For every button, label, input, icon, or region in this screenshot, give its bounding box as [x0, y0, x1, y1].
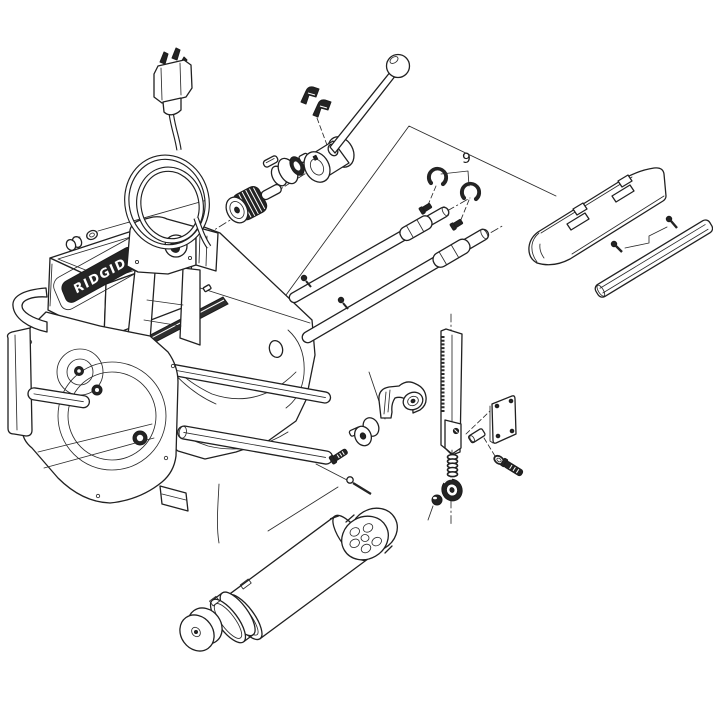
end-disc [179, 607, 223, 652]
carriage-shaft-upper [288, 206, 450, 304]
carry-handle-bar [27, 387, 91, 409]
set-screw [449, 218, 464, 231]
handle-ball [385, 53, 411, 79]
handle-hub [303, 136, 355, 183]
plug-prong [171, 47, 181, 61]
chip-cover [528, 167, 667, 266]
cover-notch [611, 184, 635, 203]
deck-stud [202, 284, 212, 293]
cap-screw [500, 457, 524, 477]
gear-housing [19, 311, 179, 504]
roll-pin [467, 428, 486, 444]
feed-rack [440, 328, 463, 456]
ball-handle [327, 53, 411, 157]
cutter-frame [378, 381, 427, 419]
power-plug [153, 47, 193, 116]
key [262, 155, 279, 168]
rack-clevis [444, 419, 462, 455]
cutter-wheel [441, 478, 463, 502]
cover-tab [572, 202, 588, 216]
cover-screws [610, 215, 678, 253]
plug-prong [159, 51, 169, 65]
carry-handle-loop [12, 287, 48, 333]
set-screw [418, 202, 433, 215]
ball-detent [431, 494, 443, 506]
tower-bracket [126, 216, 219, 346]
carriage-shaft-lower [301, 228, 490, 344]
cover-plate [489, 395, 517, 444]
spring-clips [300, 86, 332, 118]
callout: 9 [440, 151, 471, 187]
knurled-knob [225, 185, 268, 224]
shaft-screw [337, 296, 345, 304]
shaft-screw [300, 274, 308, 282]
deck-hole [268, 339, 284, 359]
callout-label: 9 [462, 151, 471, 167]
die-head-disc [341, 507, 398, 561]
power-cord-coil [124, 111, 212, 250]
shaft-bearing-assembly [260, 152, 310, 201]
frame-screw [328, 448, 348, 465]
retaining-ring-upper [426, 166, 449, 187]
mount-washer [86, 229, 98, 241]
cover-tab [617, 174, 633, 188]
left-frame [6, 287, 91, 437]
guide-roller [348, 417, 380, 447]
machine-foot [159, 485, 189, 512]
retaining-ring-lower [459, 181, 482, 202]
support-bar [594, 219, 713, 298]
mount-screw [65, 236, 83, 251]
compression-spring [446, 449, 459, 478]
cover-notch [566, 212, 590, 231]
machine-housing: RIDGID [6, 216, 334, 512]
groove-pin [346, 476, 372, 495]
